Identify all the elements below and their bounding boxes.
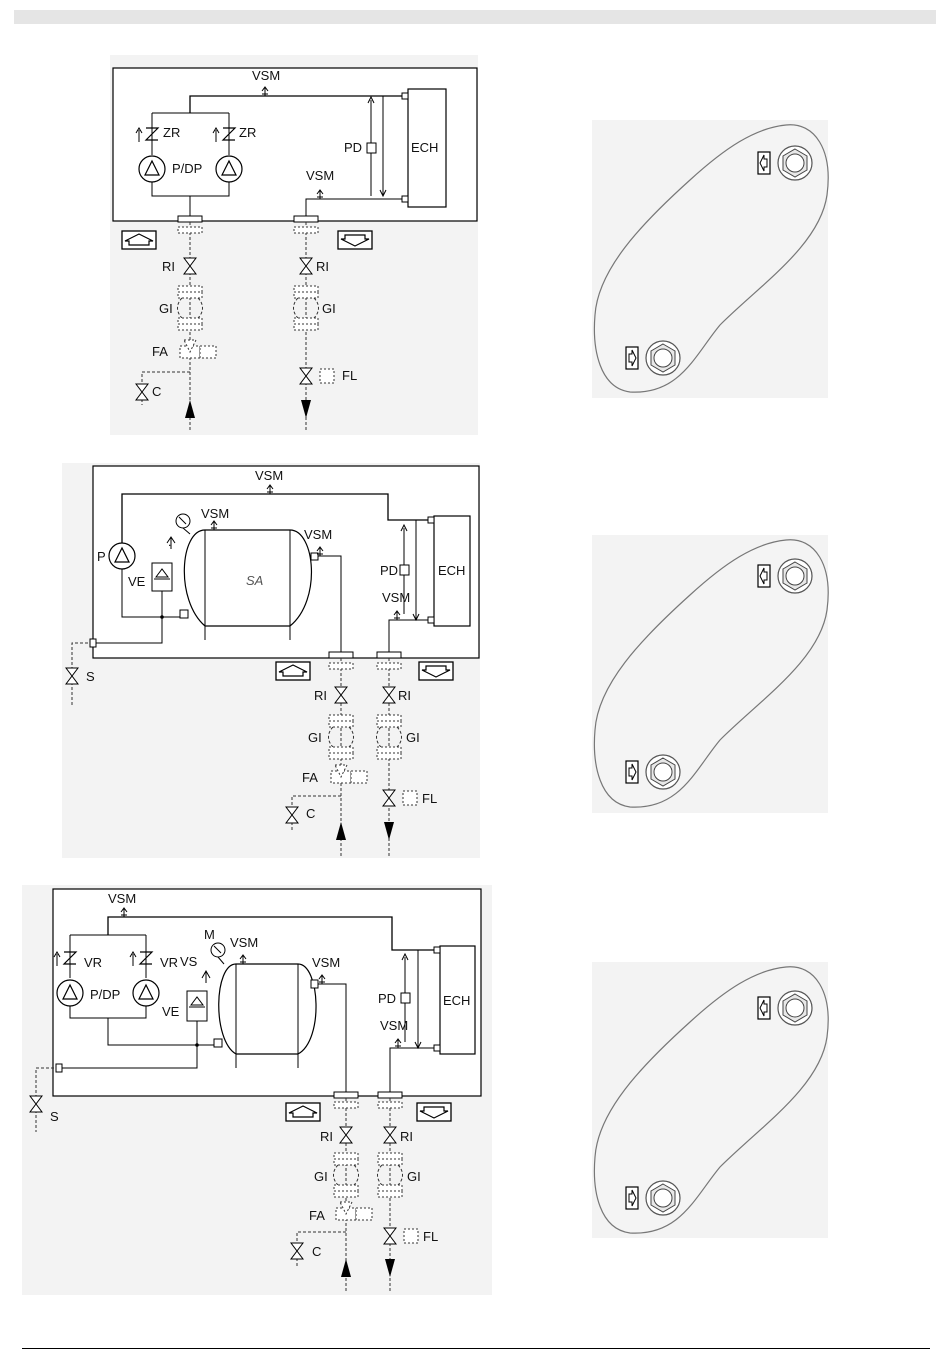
svg-text:.: . — [168, 535, 171, 549]
label-pump-3: P/DP — [90, 987, 120, 1002]
diagram-1: VSM ZR ZR P/DP PD ECH VSM — [110, 55, 478, 435]
label-gi-left: GI — [159, 301, 173, 316]
label-vsm-out: VSM — [304, 527, 332, 542]
diagram-2: VSM P VE SA . VSM VSM — [62, 463, 480, 858]
pump-right-icon — [216, 156, 242, 182]
label-ri-left: RI — [162, 259, 175, 274]
label-vsm-tank: VSM — [201, 506, 229, 521]
label-vsm-low: VSM — [306, 168, 334, 183]
label-ech: ECH — [411, 140, 438, 155]
label-gi-left-3: GI — [314, 1169, 328, 1184]
connection-view-2 — [592, 535, 828, 813]
outlet-arrow-icon — [338, 231, 372, 249]
connection-view-1 — [592, 120, 828, 398]
label-sa: SA — [246, 573, 263, 588]
inlet-arrow-icon — [286, 1103, 320, 1121]
outlet-side-arrow-icon — [758, 997, 770, 1019]
label-ve-3: VE — [162, 1004, 180, 1019]
label-p: P — [97, 549, 106, 564]
outlet-arrow-icon — [419, 662, 453, 680]
label-ech-2: ECH — [438, 563, 465, 578]
label-ech-3: ECH — [443, 993, 470, 1008]
inlet-fitting-icon — [646, 1181, 680, 1215]
label-zr-left: ZR — [163, 125, 180, 140]
label-fl-2: FL — [422, 791, 437, 806]
label-vs: VS — [180, 954, 198, 969]
label-vr-left: VR — [84, 955, 102, 970]
inlet-fitting-icon — [646, 341, 680, 375]
label-ri-left-2: RI — [314, 688, 327, 703]
label-s: S — [86, 669, 95, 684]
connection-view-3 — [592, 962, 828, 1238]
outlet-arrow-icon — [417, 1103, 451, 1121]
label-vsm-low-2: VSM — [382, 590, 410, 605]
label-s-3: S — [50, 1109, 59, 1124]
label-fa: FA — [152, 344, 168, 359]
label-c-3: C — [312, 1244, 321, 1259]
outlet-side-arrow-icon — [758, 565, 770, 587]
label-ri-right: RI — [316, 259, 329, 274]
inlet-arrow-icon — [122, 231, 156, 249]
label-fl-3: FL — [423, 1229, 438, 1244]
label-ri-left-3: RI — [320, 1129, 333, 1144]
label-vsm-out-3: VSM — [312, 955, 340, 970]
label-gi-left-2: GI — [308, 730, 322, 745]
label-pump: P/DP — [172, 161, 202, 176]
label-ri-right-2: RI — [398, 688, 411, 703]
outlet-fitting-icon — [778, 991, 812, 1025]
label-c-2: C — [306, 806, 315, 821]
label-vr-right: VR — [160, 955, 178, 970]
label-gi-right-3: GI — [407, 1169, 421, 1184]
label-pd: PD — [344, 140, 362, 155]
inlet-side-arrow-icon — [626, 347, 638, 369]
pump-icon — [109, 543, 135, 569]
label-vsm-3: VSM — [108, 891, 136, 906]
outlet-fitting-icon — [778, 146, 812, 180]
label-m: M — [204, 927, 215, 942]
label-vsm: VSM — [252, 68, 280, 83]
inlet-arrow-icon — [276, 662, 310, 680]
label-gi-right: GI — [322, 301, 336, 316]
label-fl: FL — [342, 368, 357, 383]
label-pd-3: PD — [378, 991, 396, 1006]
outlet-fitting-icon — [778, 559, 812, 593]
inlet-fitting-icon — [646, 755, 680, 789]
pump-right-icon — [133, 980, 159, 1006]
label-zr-right: ZR — [239, 125, 256, 140]
label-vsm-tank-3: VSM — [230, 935, 258, 950]
label-pd-2: PD — [380, 563, 398, 578]
outlet-side-arrow-icon — [758, 152, 770, 174]
label-gi-right-2: GI — [406, 730, 420, 745]
label-fa-2: FA — [302, 770, 318, 785]
inlet-side-arrow-icon — [626, 761, 638, 783]
pump-left-icon — [139, 156, 165, 182]
label-fa-3: FA — [309, 1208, 325, 1223]
label-ve: VE — [128, 574, 146, 589]
pump-left-icon — [57, 980, 83, 1006]
label-c: C — [152, 384, 161, 399]
label-vsm-low-3: VSM — [380, 1018, 408, 1033]
storage-tank — [219, 964, 316, 1054]
label-vsm-2: VSM — [255, 468, 283, 483]
inlet-side-arrow-icon — [626, 1187, 638, 1209]
diagram-3: VSM VR VR P/DP VE M VS VSM — [22, 885, 492, 1295]
label-ri-right-3: RI — [400, 1129, 413, 1144]
